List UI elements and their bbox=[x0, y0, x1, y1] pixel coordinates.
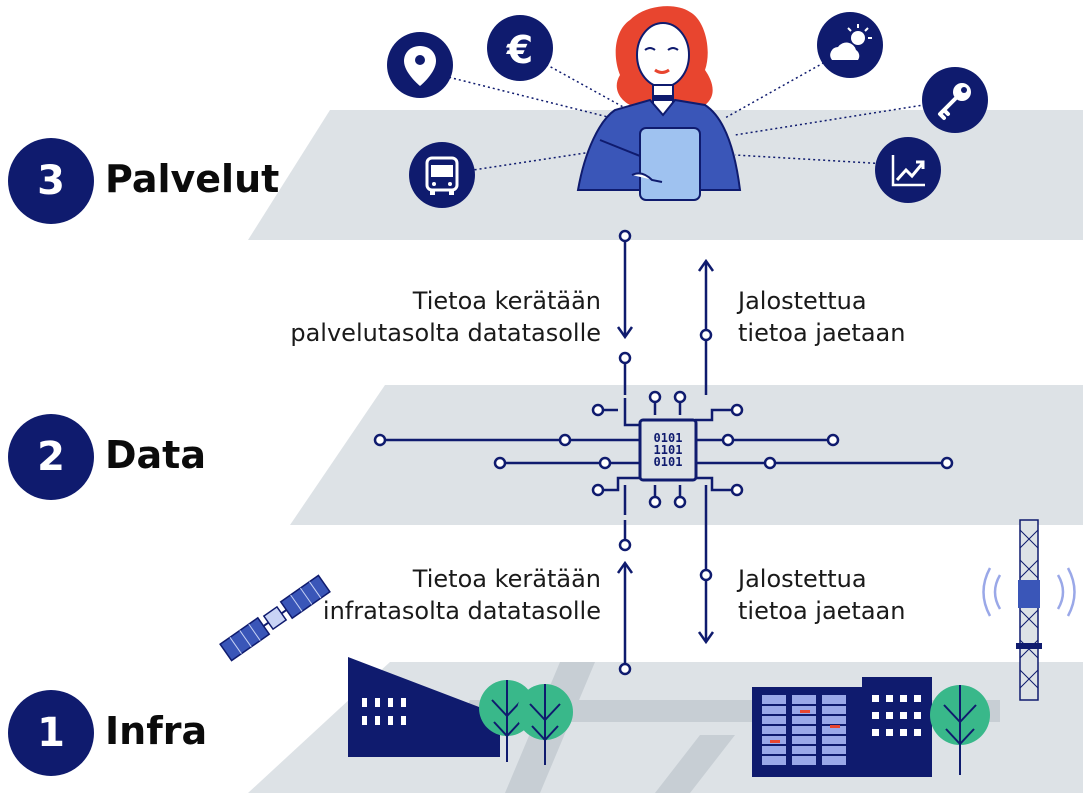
layer-1-badge: 1 bbox=[8, 690, 94, 776]
data-center-building bbox=[752, 687, 862, 777]
infra-to-data-caption: Tietoa kerätään infratasolta datatasolle bbox=[322, 565, 601, 625]
layer-3-label: Palvelut bbox=[105, 157, 280, 201]
flow-data-to-services-arrow bbox=[697, 258, 715, 395]
key-icon bbox=[922, 67, 988, 133]
svg-text:€: € bbox=[506, 28, 533, 72]
layer-1-label: Infra bbox=[105, 709, 208, 753]
flow-infra-to-data-arrow bbox=[616, 520, 634, 676]
service-connectors bbox=[419, 47, 956, 176]
euro-icon: € bbox=[487, 15, 553, 81]
satellite-icon bbox=[219, 574, 331, 662]
data-to-services-caption: Jalostettua tietoa jaetaan bbox=[738, 287, 906, 347]
antenna-tower-icon bbox=[982, 519, 1076, 701]
weather-icon bbox=[817, 12, 883, 78]
location-pin-icon bbox=[387, 32, 453, 98]
data-to-infra-caption: Jalostettua tietoa jaetaan bbox=[738, 565, 906, 625]
circuit-traces bbox=[373, 390, 954, 515]
tree-icon bbox=[517, 684, 573, 765]
factory-building bbox=[348, 657, 500, 757]
flow-services-to-data-arrow bbox=[616, 229, 634, 395]
layer-2-label: Data bbox=[105, 433, 206, 477]
flow-data-to-infra-arrow bbox=[697, 515, 715, 645]
chart-up-icon bbox=[875, 137, 941, 203]
chip-binary-text: 0101 1101 0101 bbox=[653, 431, 683, 469]
layer-3-badge: 3 bbox=[8, 138, 94, 224]
chip bbox=[638, 418, 698, 482]
person-illustration bbox=[576, 6, 742, 201]
bus-icon bbox=[409, 142, 475, 208]
tree-icon bbox=[930, 685, 990, 775]
office-building bbox=[862, 677, 932, 777]
layer-2-badge: 2 bbox=[8, 414, 94, 500]
services-to-data-caption: Tietoa kerätään palvelutasolta datatasol… bbox=[290, 287, 601, 347]
